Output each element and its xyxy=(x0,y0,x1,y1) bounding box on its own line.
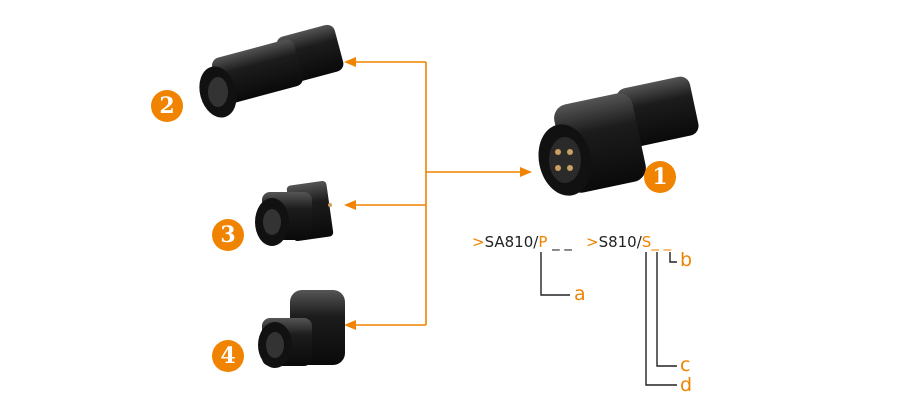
code-prefix: > xyxy=(586,233,599,251)
code-body: SA810/ xyxy=(484,233,539,251)
label-d: d xyxy=(680,374,693,396)
badge-3: 3 xyxy=(212,219,244,251)
connector-3-image xyxy=(255,181,334,246)
code-leader-lines xyxy=(540,252,677,386)
connector-1-image xyxy=(538,76,699,196)
label-b: b xyxy=(680,249,693,271)
badge-1: 1 xyxy=(644,161,676,193)
code-highlight: P xyxy=(538,233,548,251)
code-prefix: > xyxy=(472,233,485,251)
code-suffix: _ _ xyxy=(651,233,672,251)
badge-4: 4 xyxy=(212,340,244,372)
connector-4-image xyxy=(258,290,345,368)
arrowheads xyxy=(344,57,532,330)
arrow-lines xyxy=(352,61,522,326)
part-code-sa810: >SA810/P _ _ xyxy=(472,233,572,251)
badge-2: 2 xyxy=(151,90,183,122)
label-a: a xyxy=(574,283,586,305)
code-body: S810/ xyxy=(598,233,642,251)
connector-2-image xyxy=(199,24,344,118)
code-suffix: _ _ xyxy=(552,233,572,251)
label-c: c xyxy=(680,354,691,376)
part-code-s810: >S810/S_ _ xyxy=(586,233,671,251)
code-highlight: S xyxy=(641,233,652,251)
